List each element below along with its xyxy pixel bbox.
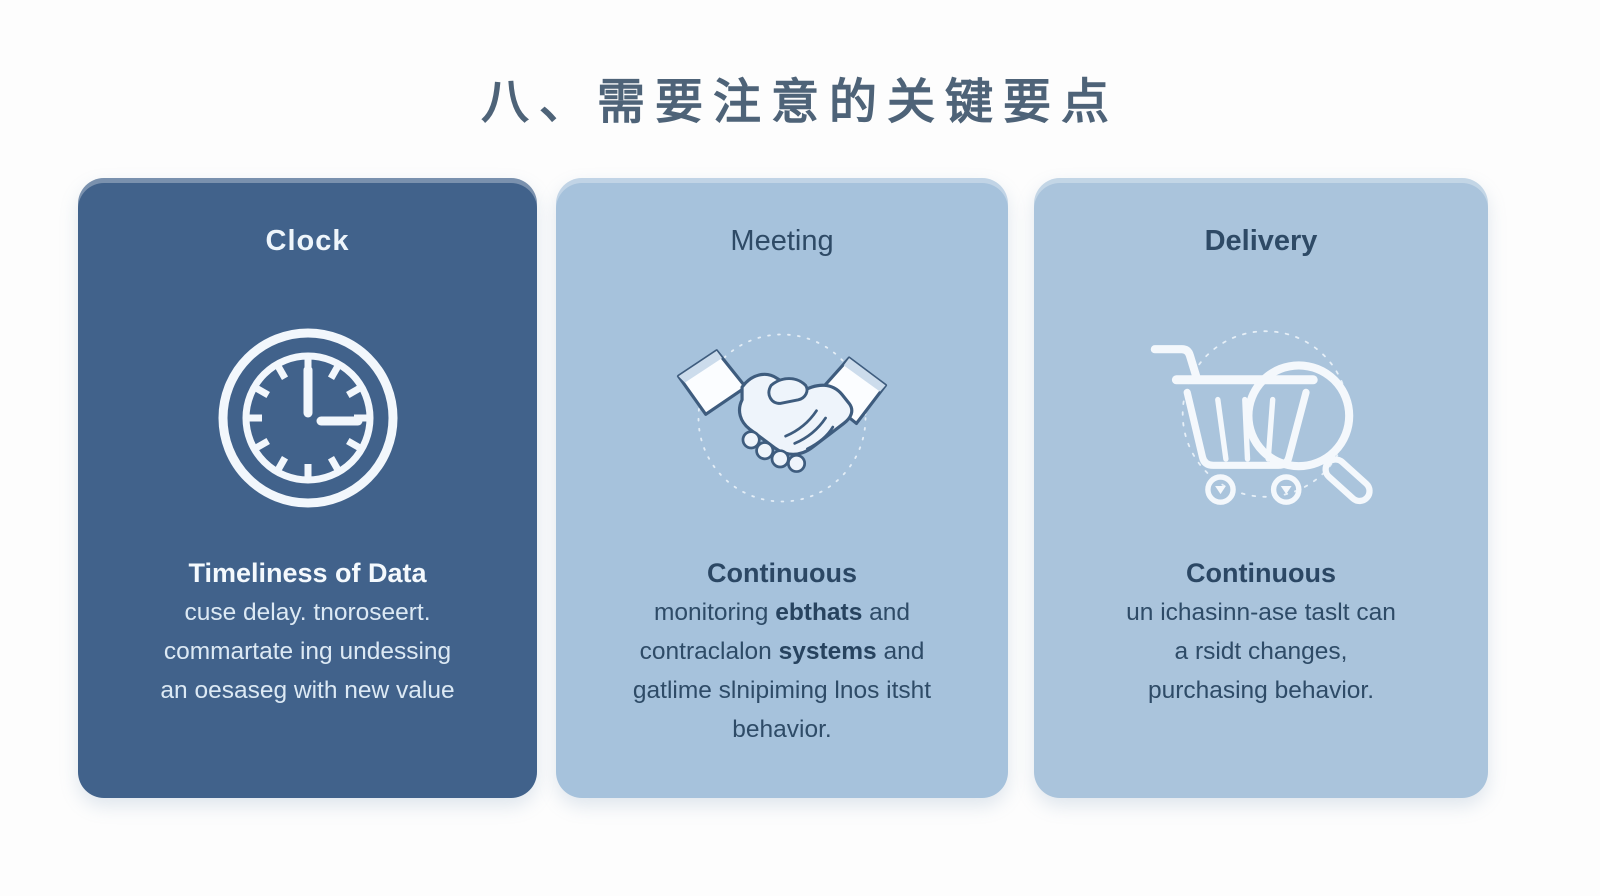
card-text-line: cuse delay. tnoroseert. (184, 599, 431, 626)
card-label: Meeting (730, 225, 834, 257)
cart-search-icon (1135, 313, 1387, 523)
card-heading: Continuous (1186, 558, 1336, 588)
card-monitoring: Meeting (556, 178, 1008, 798)
card-body: Continuous monitoring ebthats and contra… (633, 553, 931, 749)
page-title: 八、需要注意的关键要点 (480, 76, 1119, 129)
card-text-line: purchasing behavior. (1147, 677, 1375, 704)
card-text-line: a rsidt changes, (1174, 638, 1348, 665)
card-label: Delivery (1204, 225, 1318, 257)
card-text-line: contraclalon systems and (639, 638, 925, 665)
card-timeliness: Clock Timeliness of Data (78, 178, 537, 798)
card-heading: Timeliness of Data (188, 558, 427, 588)
card-text-line: monitoring ebthats and (653, 599, 911, 626)
clock-icon (208, 313, 408, 523)
card-text-line: un ichasinn-ase taslt can (1126, 599, 1396, 626)
card-label: Clock (265, 225, 350, 257)
card-text-line: gatlime slnipiming lnos itsht (632, 677, 932, 704)
card-body: Continuous un ichasinn-ase taslt can a r… (1126, 553, 1396, 710)
card-purchasing: Delivery (1034, 178, 1488, 798)
card-text-line: an oesaseg with new value (160, 677, 455, 704)
card-body: Timeliness of Data cuse delay. tnoroseer… (160, 553, 454, 710)
card-heading: Continuous (707, 558, 857, 588)
card-text-line: commartate ing undessing (163, 638, 452, 665)
handshake-icon (664, 313, 900, 523)
card-text-line: behavior. (732, 716, 832, 743)
